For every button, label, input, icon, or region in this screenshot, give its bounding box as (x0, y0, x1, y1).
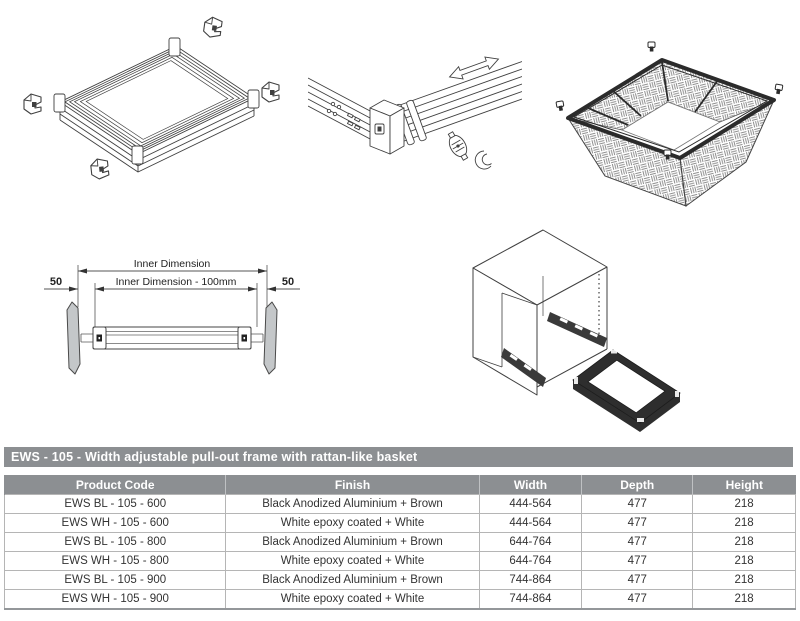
basket-clip-icon (555, 100, 566, 112)
col-header-product-code: Product Code (3, 475, 226, 495)
basket-clip-icon (647, 41, 656, 52)
finish-cell: Black Anodized Aluminium + Brown (225, 570, 480, 590)
frame-exploded-drawing (23, 15, 280, 181)
table-row: EWS WH - 105 - 600 White epoxy coated + … (3, 513, 796, 533)
depth-cell: 477 (581, 589, 694, 610)
product-code-cell: EWS BL - 105 - 900 (3, 570, 227, 590)
width-cell: 644-764 (478, 551, 583, 571)
depth-cell: 477 (581, 494, 694, 514)
basket-clip-icon (773, 83, 784, 96)
col-header-depth: Depth (581, 475, 693, 495)
table-row: EWS BL - 105 - 900 Black Anodized Alumin… (3, 570, 796, 590)
width-cell: 744-864 (478, 570, 583, 590)
product-code-cell: EWS WH - 105 - 800 (3, 551, 227, 571)
finish-cell: White epoxy coated + White (225, 513, 480, 533)
spec-table-header: Product Code Finish Width Depth Height (3, 475, 796, 495)
fastener-icon (447, 131, 469, 161)
hook-clip-icon (474, 150, 492, 170)
slide-rail (501, 348, 546, 387)
col-header-width: Width (478, 475, 582, 495)
corner-clip-icon (23, 93, 42, 115)
corner-clip-icon (89, 157, 110, 181)
table-row: EWS WH - 105 - 900 White epoxy coated + … (3, 589, 796, 610)
right-offset-label: 50 (282, 276, 294, 288)
width-cell: 744-864 (478, 589, 583, 610)
depth-cell: 477 (581, 513, 694, 533)
pullout-frame (572, 349, 681, 432)
finish-cell: Black Anodized Aluminium + Brown (225, 494, 480, 514)
finish-cell: Black Anodized Aluminium + Brown (225, 532, 480, 552)
depth-cell: 477 (581, 532, 694, 552)
col-header-finish: Finish (225, 475, 480, 495)
height-cell: 218 (692, 532, 796, 552)
finish-cell: White epoxy coated + White (225, 551, 480, 571)
product-code-cell: EWS WH - 105 - 900 (3, 589, 227, 610)
width-cell: 644-764 (478, 532, 583, 552)
corner-clip-icon (261, 81, 280, 103)
height-cell: 218 (692, 513, 796, 533)
depth-cell: 477 (581, 551, 694, 571)
inner-dimension-label: Inner Dimension (134, 258, 211, 270)
width-dimension-diagram: Inner Dimension Inner Dimension - 100mm … (44, 258, 300, 375)
col-header-height: Height (692, 475, 796, 495)
height-cell: 218 (692, 494, 796, 514)
width-cell: 444-564 (478, 513, 583, 533)
left-offset-label: 50 (50, 276, 62, 288)
table-row: EWS BL - 105 - 600 Black Anodized Alumin… (3, 494, 796, 514)
cabinet-pullout-drawing (472, 229, 681, 432)
height-cell: 218 (692, 570, 796, 590)
table-row: EWS BL - 105 - 800 Black Anodized Alumin… (3, 532, 796, 552)
slide-direction-arrow-icon (448, 56, 500, 80)
height-cell: 218 (692, 551, 796, 571)
product-code-cell: EWS BL - 105 - 800 (3, 532, 227, 552)
spec-table: Product Code Finish Width Depth Height E… (3, 475, 796, 610)
product-code-cell: EWS BL - 105 - 600 (3, 494, 227, 514)
width-cell: 444-564 (478, 494, 583, 514)
finish-cell: White epoxy coated + White (225, 589, 480, 610)
slide-rail (547, 312, 607, 347)
inner-dimension-minus-label: Inner Dimension - 100mm (116, 276, 237, 288)
product-title-bar: EWS - 105 - Width adjustable pull-out fr… (4, 447, 793, 467)
rattan-basket-drawing (555, 41, 784, 207)
rail-connector-drawing (308, 56, 522, 170)
corner-clip-icon (202, 15, 224, 39)
height-cell: 218 (692, 589, 796, 610)
depth-cell: 477 (581, 570, 694, 590)
product-code-cell: EWS WH - 105 - 600 (3, 513, 227, 533)
table-row: EWS WH - 105 - 800 White epoxy coated + … (3, 551, 796, 571)
